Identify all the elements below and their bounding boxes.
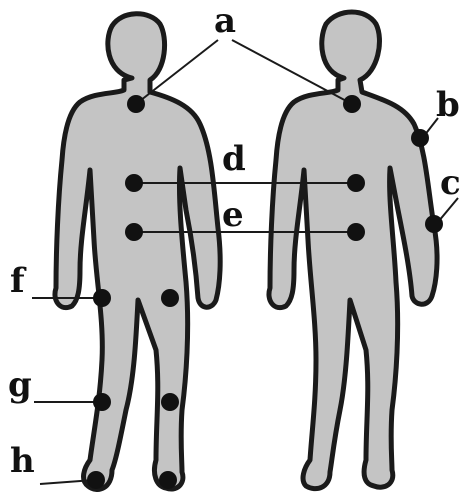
marker-a-back (343, 95, 361, 113)
marker-a-front (127, 95, 145, 113)
label-c: c (440, 163, 461, 203)
label-f: f (10, 261, 27, 301)
marker-f-left (93, 289, 111, 307)
back-body-silhouette (269, 12, 437, 489)
label-b: b (436, 85, 460, 125)
front-figure (55, 14, 220, 490)
label-h: h (10, 441, 35, 481)
label-e: e (222, 195, 244, 235)
marker-c (425, 215, 443, 233)
front-body-silhouette (55, 14, 220, 490)
marker-e-back (347, 223, 365, 241)
label-d: d (222, 139, 246, 179)
label-g: g (8, 365, 32, 405)
marker-g-left (93, 393, 111, 411)
marker-d-front (125, 174, 143, 192)
label-a: a (214, 1, 236, 41)
marker-d-back (347, 174, 365, 192)
marker-e-front (125, 223, 143, 241)
marker-g-right (161, 393, 179, 411)
back-figure (269, 12, 437, 489)
marker-b (411, 129, 429, 147)
marker-h-left (87, 471, 105, 489)
marker-f-right (161, 289, 179, 307)
marker-h-right (159, 471, 177, 489)
